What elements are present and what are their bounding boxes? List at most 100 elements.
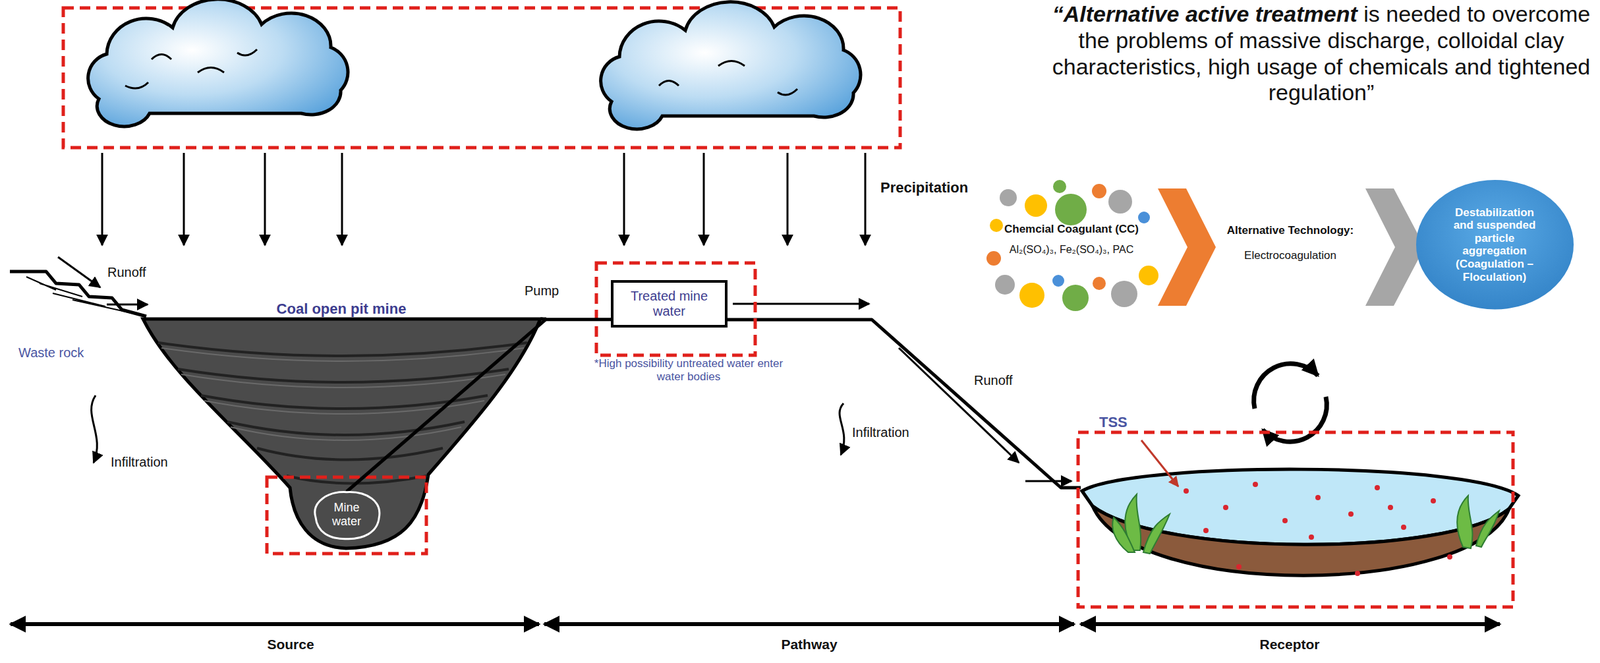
coagulant-particles (986, 179, 1159, 312)
suspended-solids (1183, 481, 1453, 576)
label: Pump (524, 283, 559, 299)
water-body (1082, 469, 1519, 576)
illustration-part (1430, 498, 1436, 504)
illustration-part (1282, 517, 1288, 524)
illustration-part (106, 303, 148, 306)
illustration-part (864, 152, 867, 246)
label: Al₂(SO₄)₃, Fe₂(SO₄)₃, PAC (1009, 243, 1134, 256)
illustration-part (544, 622, 1075, 627)
illustration-part (1447, 554, 1453, 560)
illustration-part (1308, 534, 1315, 540)
label: Source (266, 636, 314, 653)
open-pit (142, 318, 541, 549)
illustration-part (995, 274, 1015, 295)
box-outline (612, 281, 727, 327)
illustration-part (703, 152, 706, 246)
runoff-arrow (57, 257, 148, 305)
pipe-line (726, 319, 1081, 488)
illustration-part (989, 218, 1003, 232)
illustration-part (1143, 514, 1170, 554)
illustration-part (101, 152, 104, 246)
illustration-part (1108, 189, 1133, 214)
illustration-part (1092, 276, 1106, 290)
chevron (1157, 188, 1216, 306)
illustration-part (1457, 495, 1473, 549)
illustration-part (1138, 211, 1150, 224)
illustration-part (1348, 511, 1354, 517)
illustration-part (341, 152, 344, 246)
quote-block: “Alternative active treatmentis needed t… (1049, 1, 1594, 107)
illustration-part (1236, 564, 1242, 570)
illustration-part (161, 347, 524, 441)
note: *High possibility untreated water enter … (579, 357, 798, 383)
cloud (88, 0, 348, 127)
illustration-part (600, 1, 861, 130)
result-circle: Destabilization and suspended particle a… (1416, 179, 1574, 310)
illustration-part (57, 257, 101, 288)
illustration-part (1374, 485, 1380, 491)
illustration-part (26, 276, 132, 314)
illustration-part (230, 427, 462, 441)
illustration-part (183, 152, 186, 246)
illustration-part (623, 152, 626, 246)
leader-line (1141, 440, 1179, 487)
highlight-box (596, 262, 756, 356)
illustration-part (1019, 282, 1045, 308)
illustration-part (1203, 527, 1209, 534)
illustration-part (88, 0, 348, 127)
node-text: Mine water (323, 500, 370, 528)
label: Receptor (1259, 636, 1320, 653)
highlight-box (266, 477, 427, 554)
label: Alternative Technology: (1227, 224, 1354, 238)
illustration-part (1354, 570, 1361, 576)
circle-outline (1416, 179, 1574, 310)
runoff-arrow (1025, 480, 1072, 483)
illustration-part (125, 49, 258, 89)
illustration-part (986, 251, 1001, 266)
rain-arrow (102, 152, 866, 246)
runoff-arrow (898, 347, 1019, 463)
infiltration-arrow (91, 395, 98, 463)
pipe-connector (346, 319, 613, 492)
illustration-part (1387, 504, 1394, 511)
label: Pathway (780, 636, 837, 653)
cycle-icon (1254, 363, 1328, 442)
illustration-part (1223, 504, 1229, 511)
quote-emphasis: “Alternative active treatment (1052, 1, 1358, 27)
illustration-part (786, 152, 789, 246)
label: Coal open pit mine (276, 300, 407, 317)
blob-outline (314, 492, 380, 540)
illustration-part (1138, 265, 1159, 286)
node-text: Destabilization and suspended particle a… (1445, 206, 1544, 284)
plant (1112, 494, 1500, 554)
illustration-part (181, 374, 506, 388)
highlight-box (1078, 432, 1514, 607)
illustration-part (1254, 363, 1318, 409)
illustration-part (658, 61, 798, 96)
process-box: Treated mine water (612, 281, 727, 327)
illustration-part (1052, 274, 1065, 287)
illustration-part (257, 448, 443, 460)
illustration-part (264, 152, 267, 246)
label: Chemcial Coagulant (CC) (1004, 222, 1139, 236)
illustration-part (1252, 481, 1258, 487)
label: Electrocoagulation (1244, 249, 1337, 263)
label: Precipitation (880, 179, 969, 196)
illustration-part (1400, 524, 1407, 530)
label: Infiltration (852, 425, 910, 441)
illustration-part (1183, 488, 1189, 494)
illustration-part (10, 622, 540, 627)
illustration-part (1476, 510, 1500, 547)
illustration-part (1091, 183, 1107, 199)
illustration-part (1080, 622, 1500, 627)
illustration-part (1262, 396, 1327, 442)
illustration-part (1062, 284, 1089, 312)
mine-water-pool: Mine water (309, 488, 384, 541)
illustration-part (1111, 280, 1138, 308)
illustration-part (1055, 193, 1087, 226)
illustration-part (999, 189, 1017, 207)
illustration-part (1315, 494, 1321, 501)
span-arrow (10, 622, 1500, 627)
label: TSS (1099, 413, 1128, 431)
